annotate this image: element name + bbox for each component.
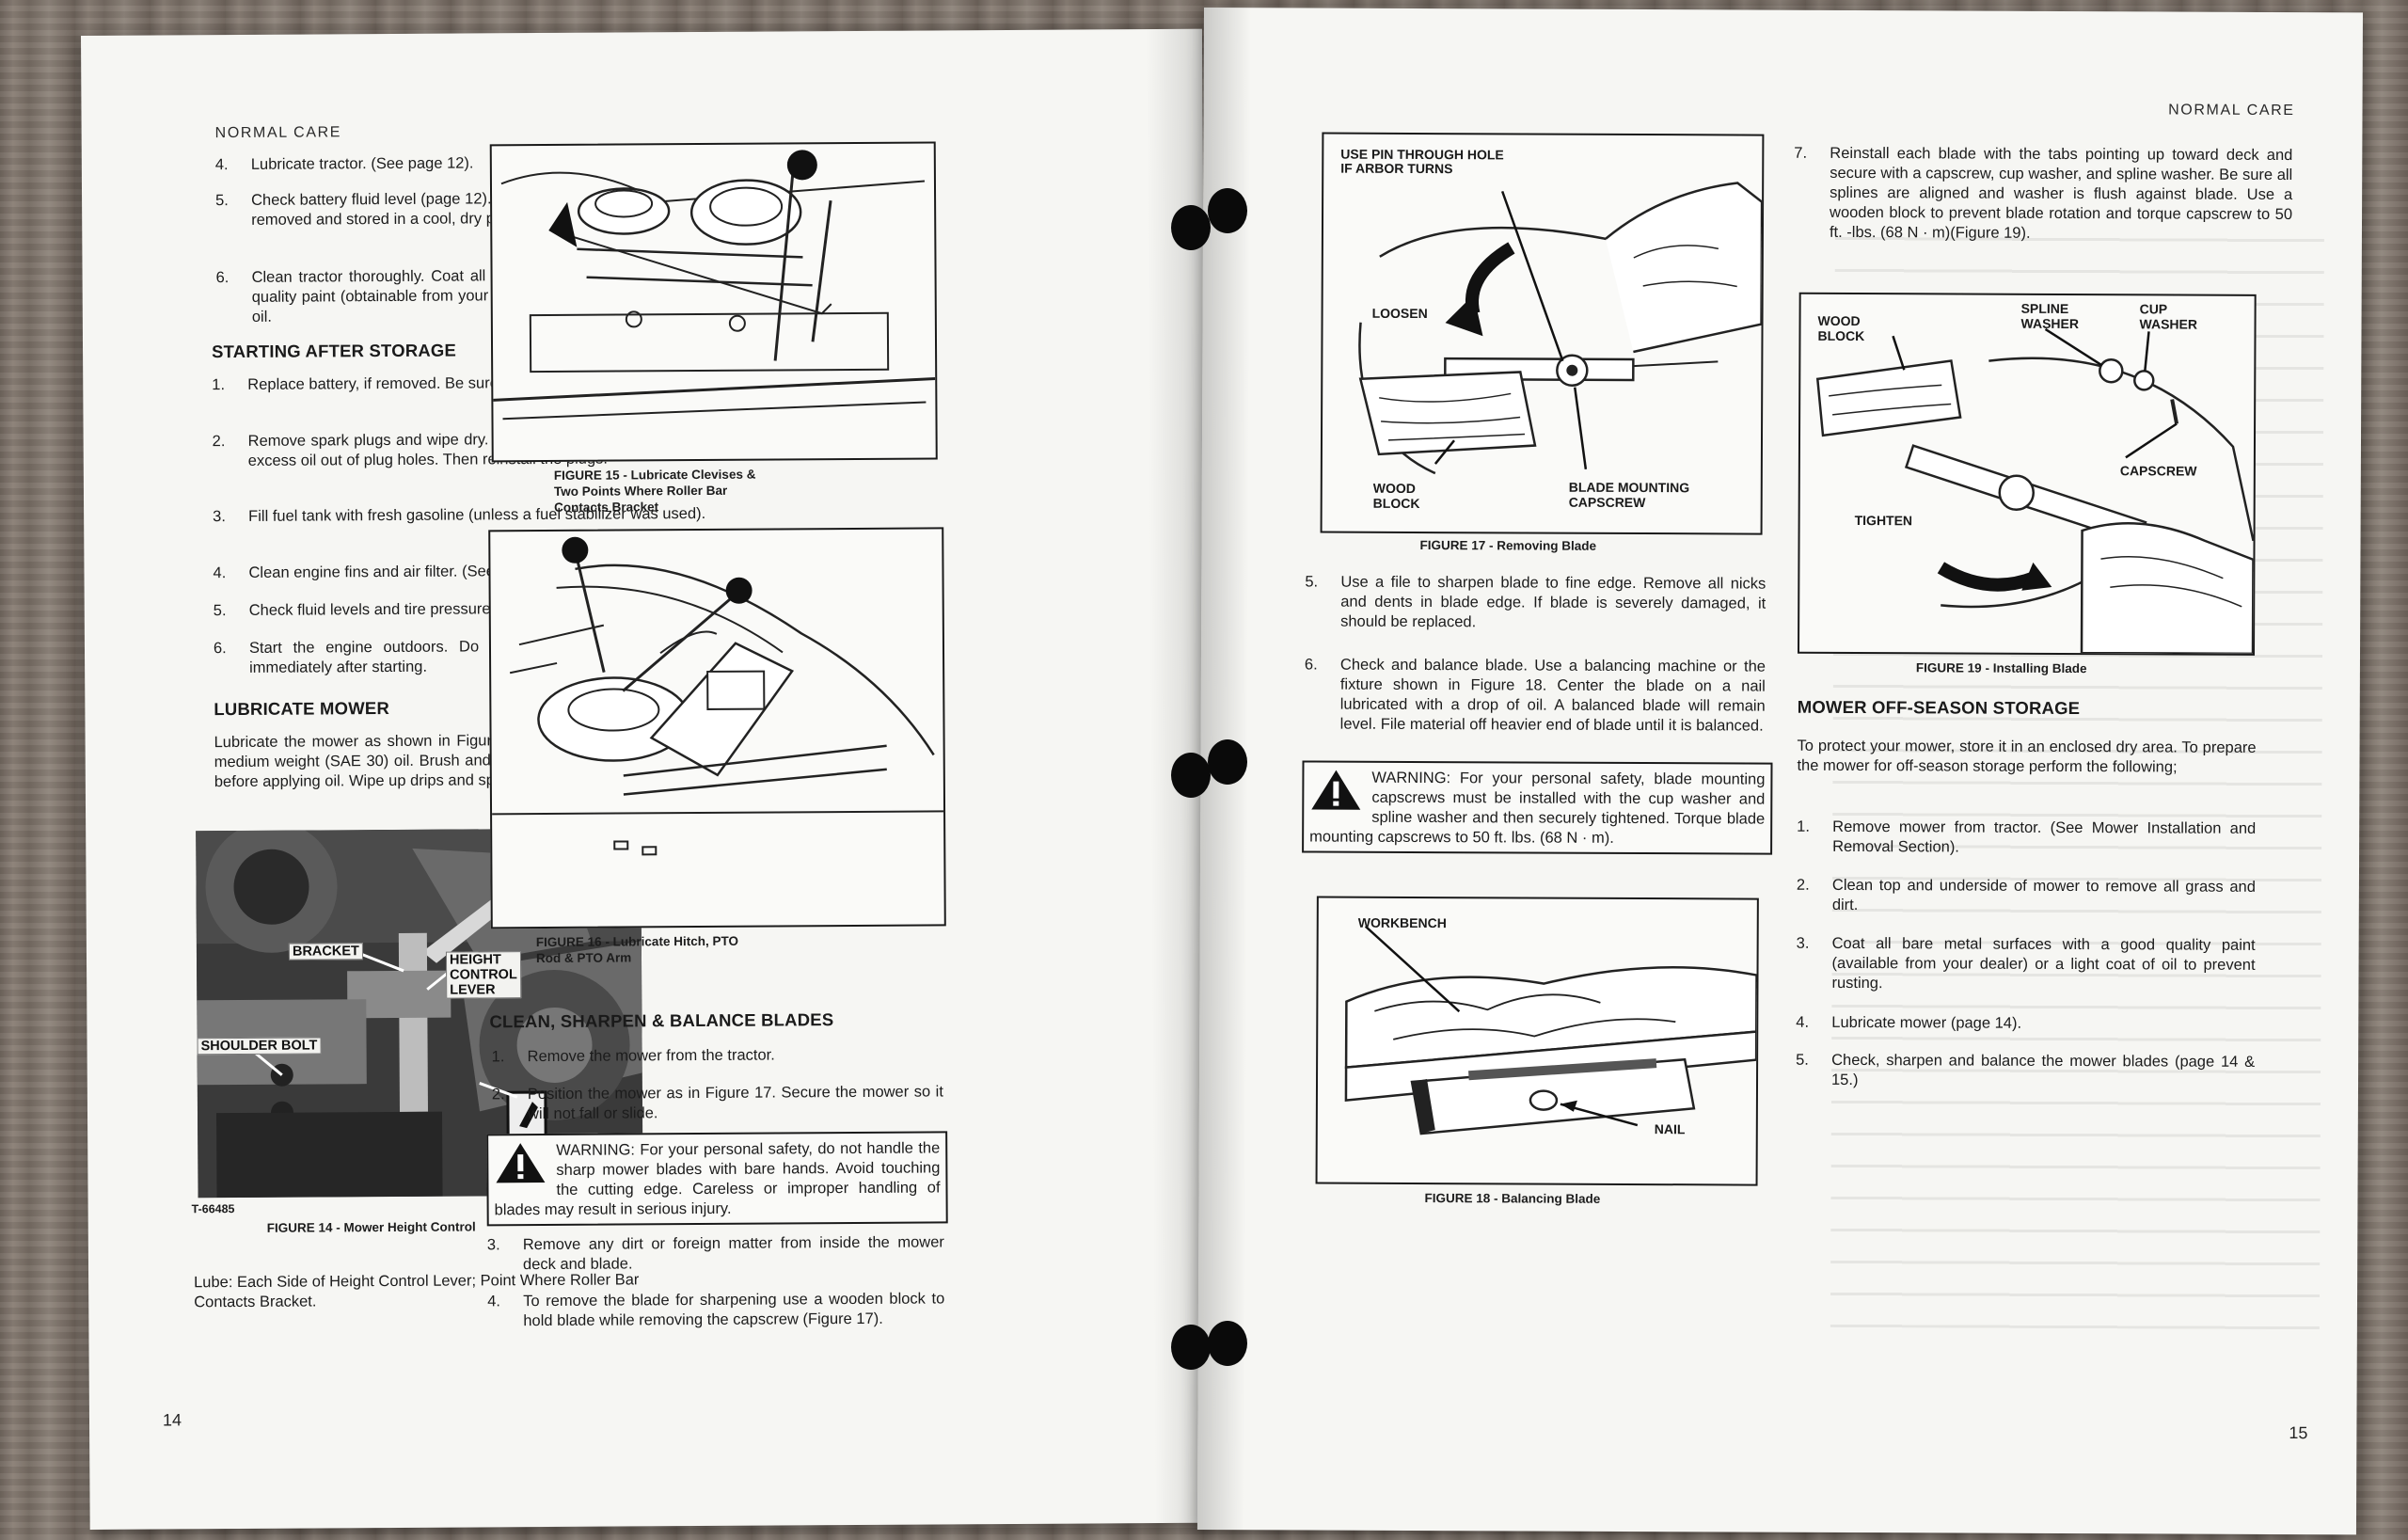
- mower-off-season-storage-heading: MOWER OFF-SEASON STORAGE: [1797, 696, 2081, 719]
- figure-15-illustration: [489, 141, 938, 463]
- capscrew-label: CAPSCREW: [2119, 463, 2197, 479]
- figure-17-illustration: USE PIN THROUGH HOLE IF ARBOR TURNS LOOS…: [1320, 132, 1765, 535]
- list-item: 6. Check and balance blade. Use a balanc…: [1304, 656, 1766, 735]
- right-page: NORMAL CARE USE PIN THROUGH HOLE IF ARBO…: [1196, 8, 2363, 1535]
- left-page: NORMAL CARE 4. Lubricate tractor. (See p…: [81, 28, 1212, 1530]
- wood-block-label: WOOD BLOCK: [1372, 480, 1420, 512]
- punch-hole: [1208, 188, 1247, 233]
- right-page-number: 15: [2289, 1423, 2308, 1443]
- figure-17-caption: FIGURE 17 - Removing Blade: [1419, 538, 1597, 553]
- figure-14-caption: FIGURE 14 - Mower Height Control: [266, 1219, 476, 1235]
- figure-15-caption: FIGURE 15 - Lubricate Clevises & Two Poi…: [553, 467, 756, 515]
- figure-18-illustration: WORKBENCH NAIL: [1315, 896, 1759, 1186]
- punch-hole: [1171, 1325, 1211, 1370]
- warning-box-capscrews: WARNING: For your personal safety, blade…: [1302, 760, 1773, 855]
- left-page-number: 14: [162, 1410, 182, 1430]
- clean-sharpen-balance-heading: CLEAN, SHARPEN & BALANCE BLADES: [489, 1009, 834, 1032]
- figure-16-caption: FIGURE 16 - Lubricate Hitch, PTO Rod & P…: [535, 933, 738, 966]
- lubricate-mower-heading: LUBRICATE MOWER: [214, 698, 390, 720]
- tighten-label: TIGHTEN: [1854, 513, 1913, 529]
- shoulder-bolt-label: SHOULDER BOLT: [197, 1037, 322, 1056]
- height-control-lever-label: HEIGHT CONTROL LEVER: [445, 951, 521, 999]
- right-page-header: NORMAL CARE: [2168, 102, 2295, 119]
- use-pin-label: USE PIN THROUGH HOLE IF ARBOR TURNS: [1340, 146, 1504, 177]
- punch-hole: [1171, 205, 1211, 250]
- off-season-intro-paragraph: To protect your mower, store it in an en…: [1797, 737, 2257, 776]
- left-page-header: NORMAL CARE: [214, 124, 342, 142]
- figure-14-code: T-66485: [191, 1202, 235, 1216]
- figure-19-illustration: WOOD BLOCK SPLINE WASHER CUP WASHER CAPS…: [1798, 292, 2257, 656]
- figure-19-caption: FIGURE 19 - Installing Blade: [1915, 660, 2087, 676]
- nail-label: NAIL: [1654, 1121, 1686, 1137]
- workbench-label: WORKBENCH: [1357, 914, 1447, 931]
- punch-hole: [1171, 753, 1211, 798]
- loosen-label: LOOSEN: [1371, 305, 1428, 322]
- punch-hole: [1208, 1321, 1247, 1366]
- list-item: 5. Use a file to sharpen blade to fine e…: [1305, 573, 1766, 631]
- bracket-label: BRACKET: [288, 943, 363, 961]
- punch-hole: [1208, 739, 1247, 785]
- warning-triangle-icon: [1311, 770, 1361, 810]
- spline-washer-label: SPLINE WASHER: [2020, 300, 2080, 332]
- warning-box-blades: WARNING: For your personal safety, do no…: [486, 1131, 948, 1227]
- starting-after-storage-heading: STARTING AFTER STORAGE: [211, 340, 457, 362]
- cup-washer-label: CUP WASHER: [2139, 301, 2198, 332]
- list-item: 3. Remove any dirt or foreign matter fro…: [486, 1233, 944, 1274]
- wood-block-label-fig19: WOOD BLOCK: [1817, 312, 1865, 344]
- figure-16-illustration: [488, 527, 946, 929]
- figure-18-caption: FIGURE 18 - Balancing Blade: [1424, 1191, 1601, 1206]
- warning-triangle-icon: [496, 1143, 546, 1183]
- list-item: 7. Reinstall each blade with the tabs po…: [1794, 144, 2293, 242]
- blade-mounting-capscrew-label: BLADE MOUNTING CAPSCREW: [1568, 479, 1690, 511]
